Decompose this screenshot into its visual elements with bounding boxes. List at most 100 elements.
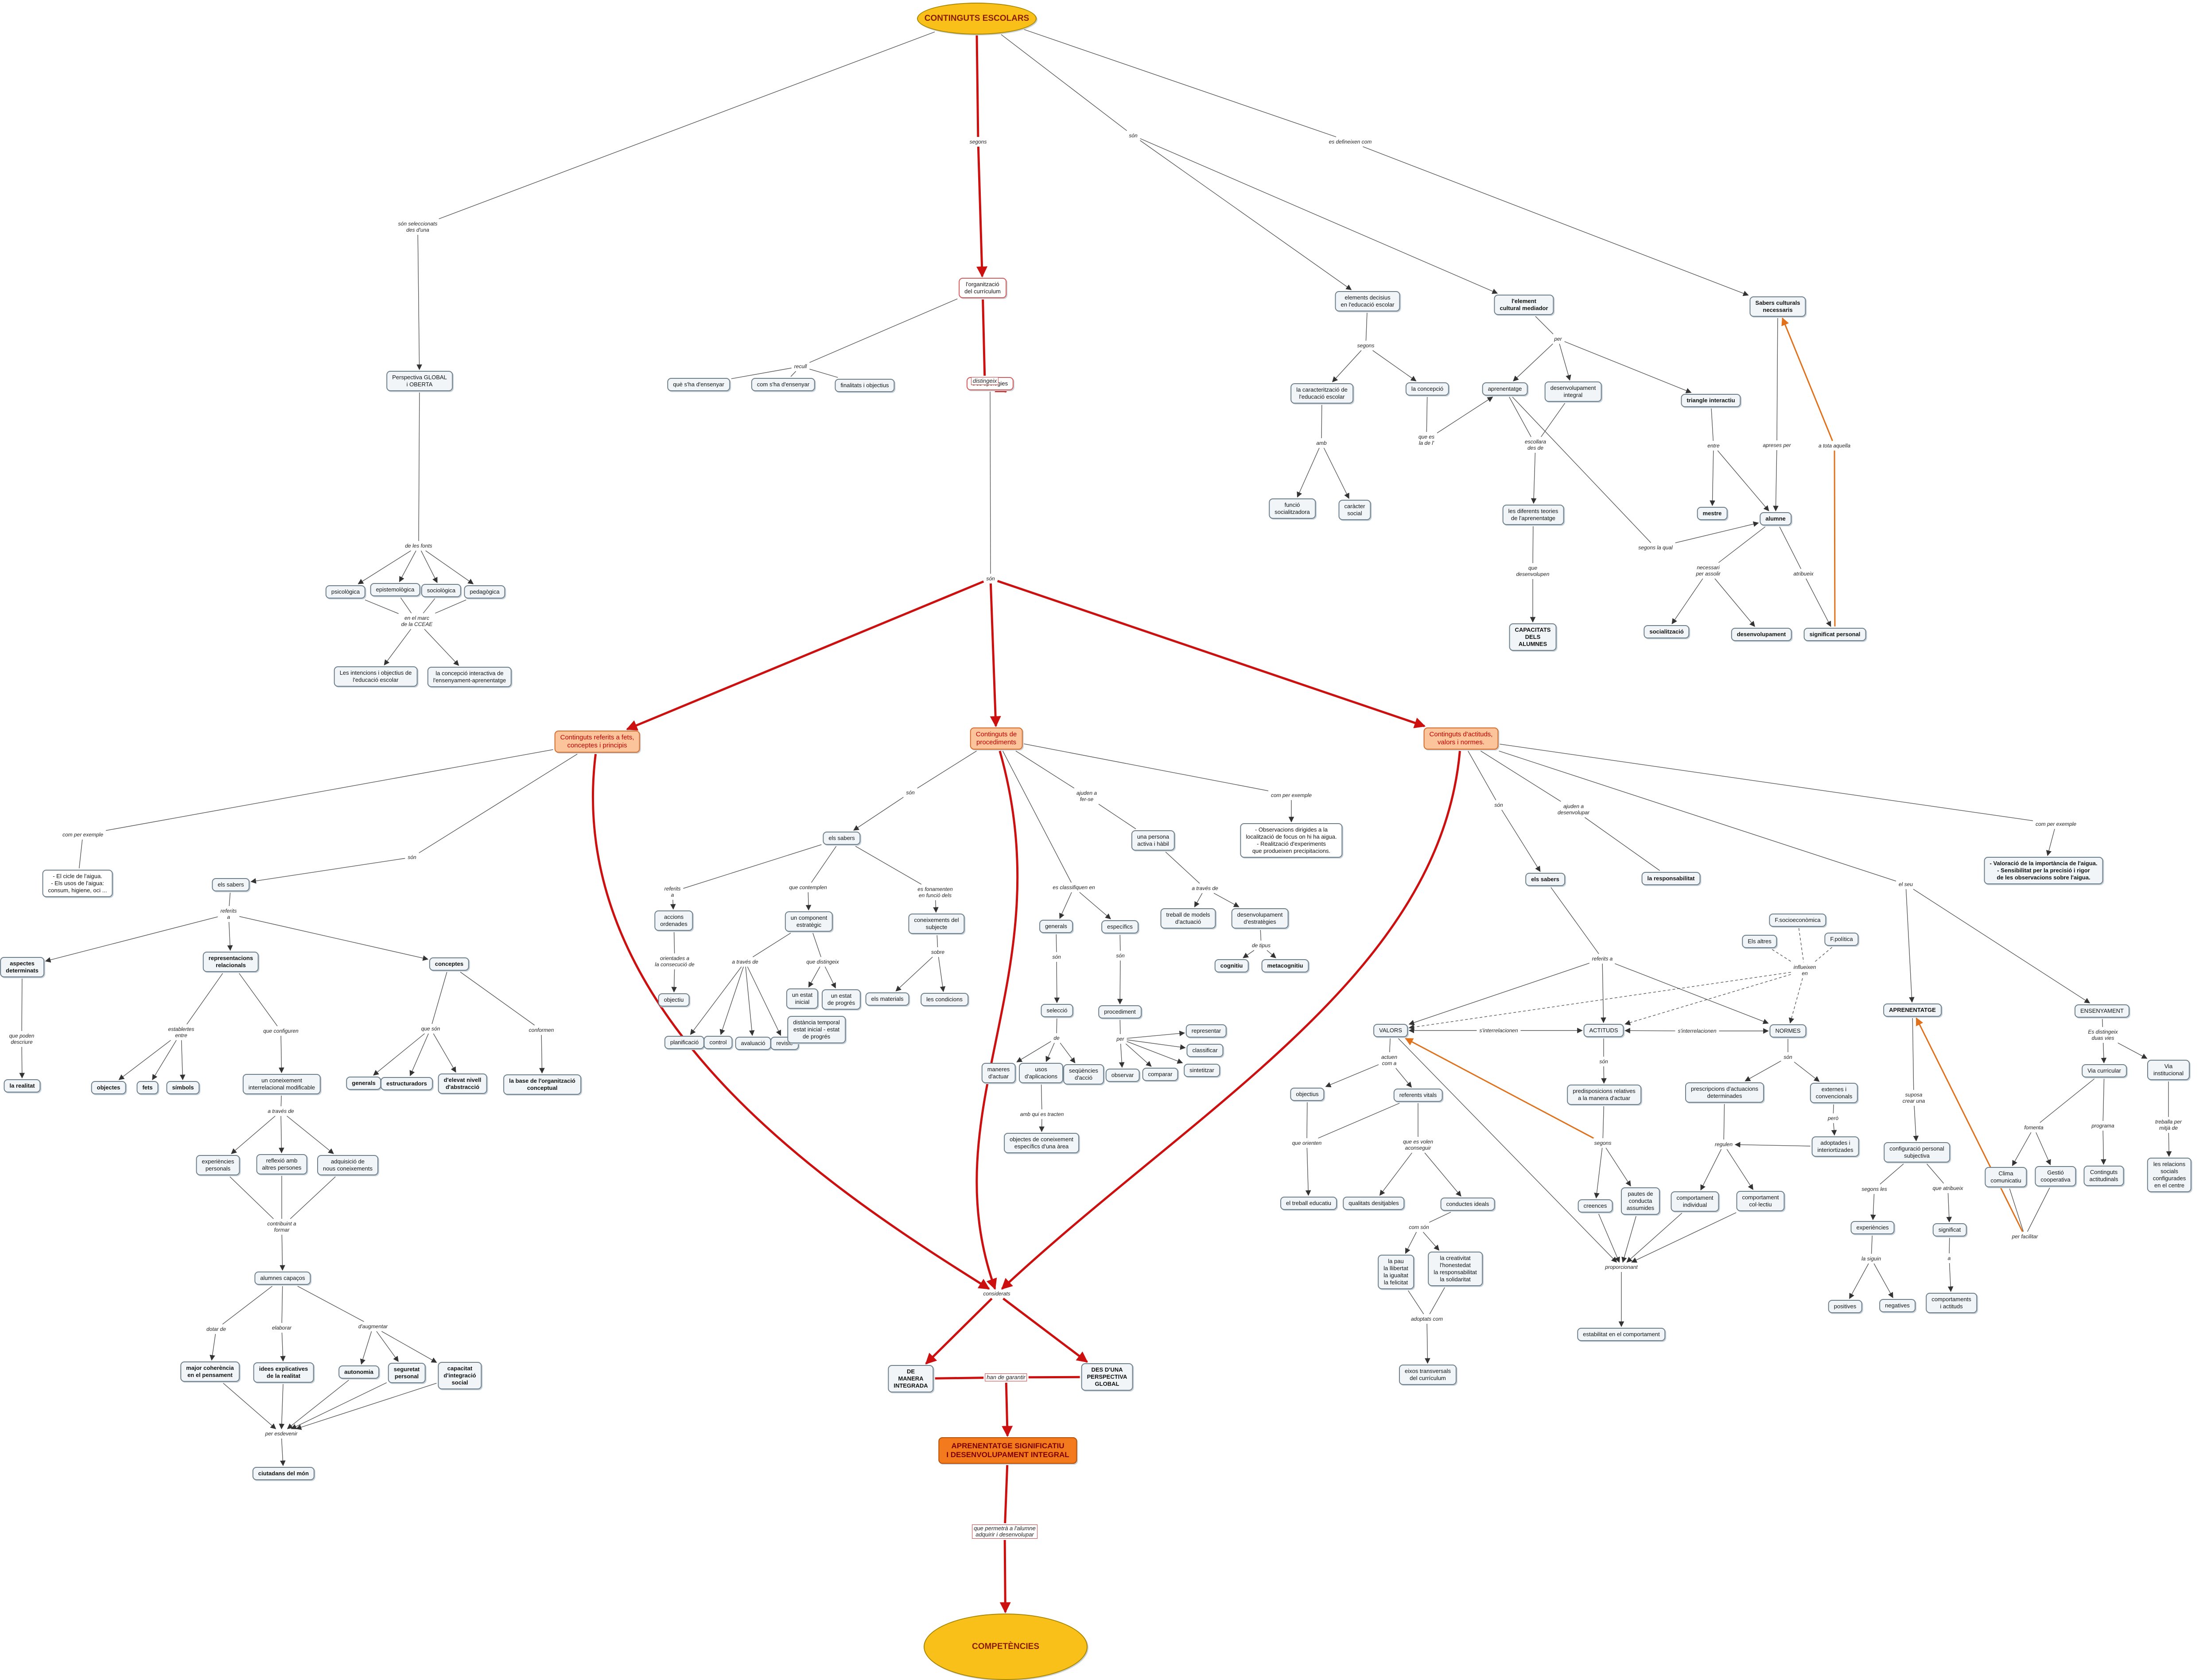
concept-continguts-act: Continguts actitudinals <box>2083 1166 2124 1186</box>
link-desenv-estrat-to-l-detipus <box>1260 929 1262 941</box>
concept-exemple-aigua: - El cicle de l'aigua. - Els usos de l'a… <box>42 870 113 897</box>
link-aprenentatge-n-to-l-escollara <box>1509 397 1531 437</box>
link-l-classifiquen-to-especifics <box>1079 892 1111 919</box>
link-l-treballa-to-relacions <box>2166 1132 2172 1157</box>
link-sabers-proc-to-l-quecontemplen <box>811 846 837 883</box>
link-pedagogica-to-l-marc <box>435 599 466 614</box>
link-l-detipus-to-cognitiu <box>1243 950 1255 958</box>
link-label-l-atravesde: a través de <box>266 1108 295 1115</box>
link-l-a-to-comportaments <box>1947 1263 1954 1292</box>
concept-significat-a: significat <box>1932 1223 1967 1237</box>
concept-clima: Clima comunicatiu <box>1985 1167 2027 1187</box>
link-label-l-a: a <box>1946 1255 1952 1262</box>
link-l-referits-to-representacions <box>227 922 233 951</box>
concept-config: configuració personal subjectiva <box>1884 1142 1950 1163</box>
link-label-l-marc: en el marc de la CCEAE <box>400 614 434 628</box>
link-l-fomenta-to-gestio <box>2036 1132 2051 1166</box>
concept-elevat: d'elevat nivell d'abstracció <box>438 1073 487 1094</box>
link-ensenyament-to-l-esdistingeix <box>2102 1019 2103 1027</box>
link-l-conformen-to-base-org <box>539 1034 545 1074</box>
concept-qualitats: qualitats desitjables <box>1343 1197 1405 1210</box>
link-l-segons2-to-concepcio <box>1372 350 1417 381</box>
link-l-queson-to-elevat <box>433 1033 456 1073</box>
link-label-l-comexemple-f: com per exemple <box>61 831 105 838</box>
link-label-l-considerats: considerats <box>982 1290 1012 1297</box>
link-sabers-proc-to-l-referits-p <box>683 844 822 889</box>
link-procediments-to-l-son-p <box>917 751 977 789</box>
link-l-regulen-to-comp-individual <box>1700 1149 1722 1191</box>
concept-alumnes-capacos: alumnes capaços <box>254 1272 311 1285</box>
link-l-son-n-to-prescripcions <box>1745 1061 1781 1081</box>
link-procediments-to-l-classifiquen <box>1002 751 1072 883</box>
link-l-atraves-p-to-treball-model <box>1194 893 1203 908</box>
link-label-l-per-p: per <box>1115 1035 1126 1042</box>
concept-comparar: comparar <box>1142 1068 1178 1081</box>
link-l-elaborar-to-idees <box>280 1332 286 1362</box>
link-l-queesvolen-to-qualitats <box>1379 1152 1412 1196</box>
concept-desenv-estrat: desenvolupament d'estratègies <box>1231 908 1289 929</box>
link-conceptes-to-l-queson <box>431 972 447 1024</box>
concept-cognitiu: cognitiu <box>1214 959 1249 972</box>
concept-elements: elements decisius en l'educació escolar <box>1335 291 1400 311</box>
link-l-comexemple-a-to-valoracio <box>2046 828 2055 856</box>
link-procediments-to-l-considerats <box>975 751 1019 1290</box>
concept-comportaments: comportaments i actituds <box>1926 1293 1977 1313</box>
link-l-atribueix-to-significat-pers <box>1806 578 1831 627</box>
link-l-son-n-to-externes <box>1794 1062 1820 1082</box>
link-l-quedistingeix-to-estat-progres <box>824 966 836 989</box>
link-actituds-to-l-ajuden-a <box>1480 751 1561 802</box>
link-altres-to-l-influeixen <box>1772 949 1793 963</box>
concept-comp-individual: comportament individual <box>1671 1191 1719 1212</box>
link-label-l-esdistingeix: Es distingeix duas vies <box>2087 1028 2119 1042</box>
link-label-l-dotar: dotar de <box>205 1326 228 1333</box>
link-l-peresdevenir-to-ciutada <box>280 1438 286 1466</box>
concept-observacions: - Observacions dirigides a la localitzac… <box>1240 823 1343 858</box>
concept-actituds: Continguts d'actituds, valors i normes. <box>1423 727 1499 750</box>
concept-ensenyament: ENSENYAMENT <box>2075 1004 2129 1018</box>
link-sabers-fets-to-l-referits <box>229 892 231 906</box>
link-coherencia-to-l-peresdevenir <box>223 1383 276 1429</box>
link-l-per-p-to-representar <box>1127 1031 1185 1039</box>
link-l-lasquin-to-negatives <box>1873 1263 1893 1299</box>
link-l-referits-a-to-valors <box>1408 963 1589 1026</box>
link-l-enel-to-aprenentatge-a <box>1905 889 1915 1003</box>
concept-actituds-n: ACTITUDS <box>1583 1024 1624 1037</box>
link-l-ajuden-a-to-responsabilitat <box>1584 817 1660 871</box>
link-l-son-top-to-elements <box>1140 140 1352 290</box>
concept-intencions: Les intencions i objectius de l'educació… <box>334 666 418 687</box>
link-root-to-l-son-top <box>1001 34 1127 131</box>
link-label-l-comson: com són <box>1407 1224 1430 1231</box>
link-l-referits-a-to-actituds-n <box>1601 963 1606 1023</box>
link-actituds-to-l-comexemple-a <box>1500 743 2033 821</box>
link-label-l-fonts: de les fonts <box>404 542 434 549</box>
link-l-amb-to-caracter-soc <box>1323 447 1349 499</box>
link-label-l-regulen: regulen <box>1713 1141 1734 1148</box>
link-idees-to-l-peresdevenir <box>279 1384 285 1430</box>
link-l-segons-to-organitzacio <box>976 146 988 278</box>
link-representacions-to-l-configuren <box>239 973 278 1027</box>
link-l-fonts-to-sociologica <box>420 550 438 583</box>
link-l-son-mid-to-fets <box>626 580 984 731</box>
concept-avaluacio: avaluació <box>735 1037 771 1050</box>
concept-representacions: representacions relacionals <box>202 952 259 972</box>
link-label-l-comexemple-p: com per exemple <box>1269 792 1313 799</box>
link-l-atraves-p-to-desenv-estrat <box>1213 893 1240 907</box>
concept-conceptes: conceptes <box>429 957 470 971</box>
concept-alumne: alumne <box>1760 512 1791 525</box>
concept-apr-significatiu: APRENENTATGE SIGNIFICATIU I DESENVOLUPAM… <box>938 1437 1077 1464</box>
link-label-l-per: per <box>1553 335 1563 342</box>
link-label-l-conformen: conformen <box>527 1027 556 1034</box>
link-creativitat-to-l-adoptatscom <box>1429 1287 1445 1314</box>
concept-desenv-integral: desenvolupament integral <box>1544 381 1602 402</box>
link-root-to-l-defineixen <box>1023 29 1337 137</box>
link-significat-pers-to-l-atot <box>1834 450 1836 627</box>
link-label-l-escollara: escollara des de <box>1523 438 1548 451</box>
link-l-segons2-to-caracteritzacio <box>1332 350 1362 382</box>
link-valors-to-l-proporcionant <box>1398 1038 1617 1263</box>
link-procediments-to-l-comexemple-p <box>1024 743 1269 791</box>
link-l-atot-to-sabers-cult <box>1781 317 1833 441</box>
concept-capacitat-int: capacitat d'integració social <box>438 1362 482 1389</box>
link-l-comson-to-pau <box>1405 1232 1417 1254</box>
concept-significat-pers: significat personal <box>1803 628 1866 641</box>
link-sabers-cult-to-l-apreses <box>1776 318 1778 441</box>
